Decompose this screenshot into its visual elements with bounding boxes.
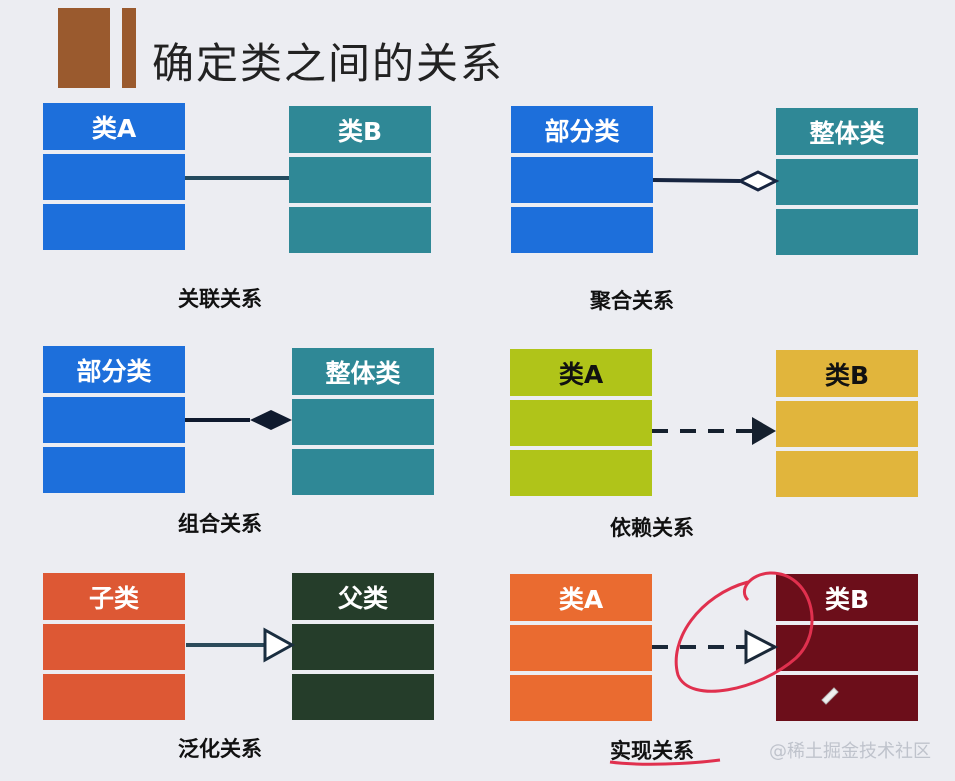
- class-header: 类B: [776, 574, 918, 621]
- caption-association: 关联关系: [178, 287, 262, 311]
- class-row: [292, 449, 434, 495]
- class-box-part: 部分类: [511, 106, 653, 253]
- class-box-b: 类B: [776, 574, 918, 721]
- class-row: [776, 451, 918, 497]
- class-row: [511, 157, 653, 203]
- class-box-child: 子类: [43, 573, 185, 720]
- class-row: [292, 624, 434, 670]
- class-box-parent: 父类: [292, 573, 434, 720]
- class-box-b: 类B: [289, 106, 431, 253]
- class-row: [43, 447, 185, 493]
- class-header: 类B: [289, 106, 431, 153]
- hollow-triangle-icon: [744, 629, 779, 665]
- class-row: [43, 674, 185, 720]
- title-bar-decoration-narrow: [122, 8, 136, 88]
- class-box-b: 类B: [776, 350, 918, 497]
- class-box-part: 部分类: [43, 346, 185, 493]
- pencil-cursor-icon: [821, 687, 839, 705]
- class-header: 类A: [510, 349, 652, 396]
- class-header: 父类: [292, 573, 434, 620]
- class-row: [510, 625, 652, 671]
- class-row: [43, 204, 185, 250]
- class-row: [511, 207, 653, 253]
- class-row: [776, 401, 918, 447]
- red-underline-annotation: [609, 758, 721, 766]
- caption-realization: 实现关系: [610, 739, 694, 763]
- page-title: 确定类之间的关系: [152, 39, 505, 88]
- title-bar-decoration-wide: [58, 8, 110, 88]
- watermark: @稀土掘金技术社区: [769, 741, 931, 762]
- class-row: [776, 159, 918, 205]
- class-row: [776, 209, 918, 255]
- class-box-whole: 整体类: [776, 108, 918, 255]
- class-header: 整体类: [776, 108, 918, 155]
- aggregation-line: [652, 178, 741, 183]
- caption-dependency: 依赖关系: [610, 516, 694, 540]
- class-box-a: 类A: [43, 103, 185, 250]
- class-row: [43, 397, 185, 443]
- class-row: [292, 399, 434, 445]
- caption-composition: 组合关系: [178, 512, 262, 536]
- class-row: [43, 624, 185, 670]
- caption-generalization: 泛化关系: [178, 737, 262, 761]
- class-row: [289, 207, 431, 253]
- class-header: 类A: [43, 103, 185, 150]
- class-header: 部分类: [511, 106, 653, 153]
- hollow-triangle-icon: [263, 627, 296, 663]
- arrowhead-icon: [752, 417, 776, 445]
- class-row: [776, 675, 918, 721]
- class-row: [510, 450, 652, 496]
- caption-aggregation: 聚合关系: [590, 289, 674, 313]
- class-box-a: 类A: [510, 574, 652, 721]
- class-header: 类B: [776, 350, 918, 397]
- class-row: [776, 625, 918, 671]
- red-circle-annotation: [674, 571, 814, 693]
- hollow-diamond-icon: [736, 170, 780, 192]
- class-row: [43, 154, 185, 200]
- class-header: 整体类: [292, 348, 434, 395]
- class-row: [292, 674, 434, 720]
- class-row: [510, 675, 652, 721]
- class-header: 类A: [510, 574, 652, 621]
- class-row: [510, 400, 652, 446]
- class-header: 部分类: [43, 346, 185, 393]
- filled-diamond-icon: [250, 410, 292, 430]
- class-box-a: 类A: [510, 349, 652, 496]
- class-box-whole: 整体类: [292, 348, 434, 495]
- class-row: [289, 157, 431, 203]
- class-header: 子类: [43, 573, 185, 620]
